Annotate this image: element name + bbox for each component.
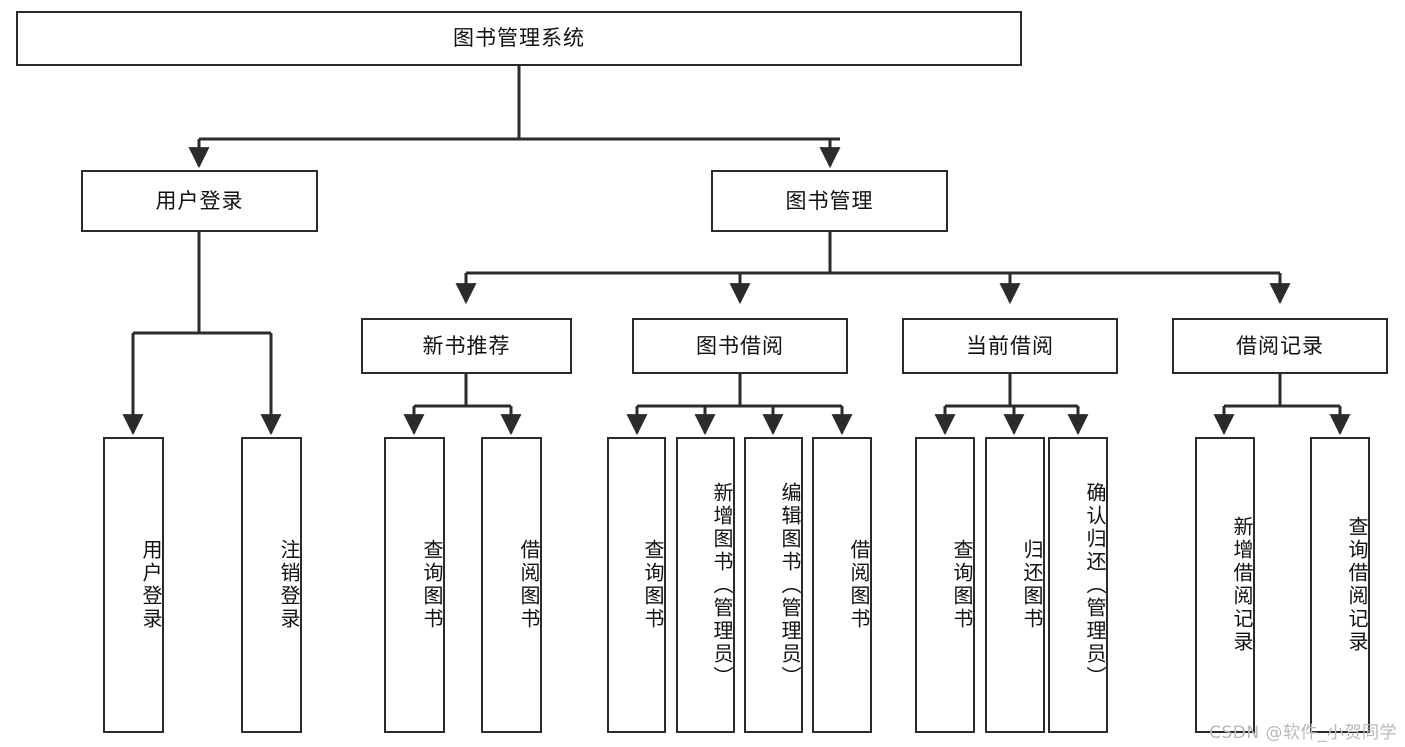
leaf-query-record-label: 查询借阅记录 (1345, 516, 1369, 654)
leaf-edit-book-label: 编辑图书（管理员） (778, 481, 802, 689)
leaf-query-book-3-label: 查询图书 (950, 539, 974, 631)
node-book-borrow-label: 图书借阅 (696, 333, 784, 358)
leaf-query-book-1[interactable]: 查询图书 (384, 437, 445, 733)
leaf-query-book-2[interactable]: 查询图书 (607, 437, 666, 733)
leaf-query-book-3[interactable]: 查询图书 (915, 437, 975, 733)
leaf-query-record[interactable]: 查询借阅记录 (1310, 437, 1370, 733)
leaf-edit-book[interactable]: 编辑图书（管理员） (744, 437, 803, 733)
leaf-query-book-1-label: 查询图书 (420, 539, 444, 631)
leaf-add-record-label: 新增借阅记录 (1230, 516, 1254, 654)
node-user-login-label: 用户登录 (155, 188, 244, 213)
leaf-add-record[interactable]: 新增借阅记录 (1195, 437, 1255, 733)
leaf-add-book-label: 新增图书（管理员） (710, 481, 734, 689)
leaf-add-book[interactable]: 新增图书（管理员） (676, 437, 735, 733)
node-user-login[interactable]: 用户登录 (81, 170, 318, 232)
leaf-user-logout[interactable]: 注销登录 (241, 437, 302, 733)
leaf-user-login-label: 用户登录 (139, 539, 163, 631)
leaf-borrow-book-1[interactable]: 借阅图书 (481, 437, 542, 733)
node-root-label: 图书管理系统 (453, 26, 585, 51)
node-new-book-rec[interactable]: 新书推荐 (361, 318, 572, 374)
leaf-borrow-book-1-label: 借阅图书 (517, 539, 541, 631)
node-borrow-record-label: 借阅记录 (1236, 333, 1324, 358)
node-current-borrow[interactable]: 当前借阅 (902, 318, 1118, 374)
node-root[interactable]: 图书管理系统 (16, 11, 1022, 66)
leaf-borrow-book-2-label: 借阅图书 (847, 539, 871, 631)
node-borrow-record[interactable]: 借阅记录 (1172, 318, 1388, 374)
leaf-borrow-book-2[interactable]: 借阅图书 (812, 437, 872, 733)
leaf-confirm-return-label: 确认归还（管理员） (1083, 481, 1107, 689)
node-current-borrow-label: 当前借阅 (966, 333, 1054, 358)
leaf-return-book[interactable]: 归还图书 (985, 437, 1045, 733)
leaf-user-logout-label: 注销登录 (277, 539, 301, 631)
node-book-borrow[interactable]: 图书借阅 (632, 318, 848, 374)
leaf-user-login[interactable]: 用户登录 (103, 437, 164, 733)
node-book-manage-label: 图书管理 (785, 188, 874, 213)
node-book-manage[interactable]: 图书管理 (711, 170, 948, 232)
leaf-return-book-label: 归还图书 (1020, 539, 1044, 631)
leaf-query-book-2-label: 查询图书 (641, 539, 665, 631)
node-new-book-rec-label: 新书推荐 (422, 333, 511, 358)
watermark: CSDN @软件_小贺同学 (1209, 723, 1397, 743)
leaf-confirm-return[interactable]: 确认归还（管理员） (1048, 437, 1108, 733)
